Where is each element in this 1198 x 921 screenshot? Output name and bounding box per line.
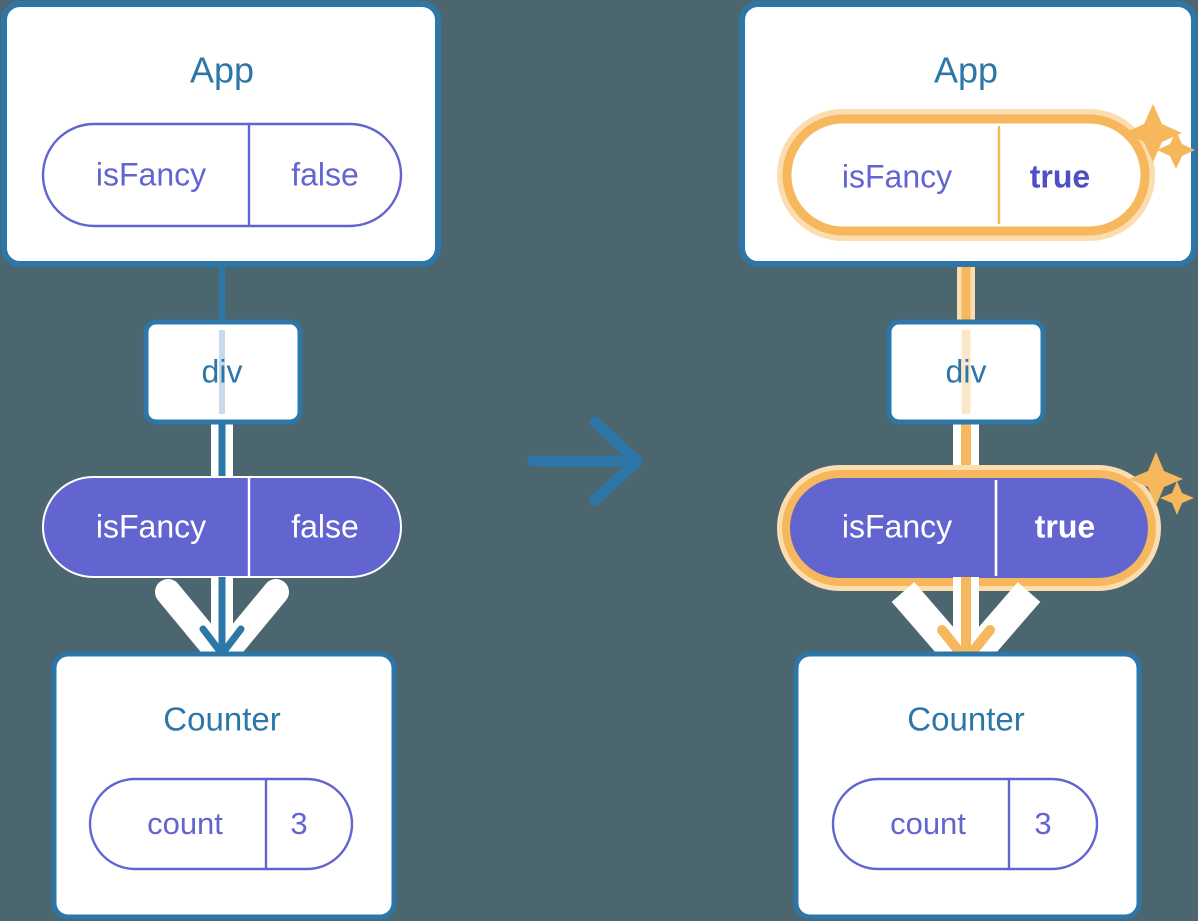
pill-value: true xyxy=(1030,158,1090,194)
div-label: div xyxy=(946,353,987,389)
panel-before: App isFancy false div isFancy false xyxy=(1,1,441,920)
sparkle-small-icon xyxy=(1157,131,1195,169)
transition-arrow xyxy=(527,416,643,506)
app-state-pill-after: isFancy true xyxy=(777,109,1155,241)
sparkle-small-icon xyxy=(1160,481,1194,515)
sparkle-group-app-after xyxy=(1124,104,1195,169)
div-box-before: div xyxy=(143,319,303,425)
pill-key: isFancy xyxy=(842,508,952,544)
div-label: div xyxy=(202,353,243,389)
props-flow-arrow-after xyxy=(891,577,1041,665)
pill-key: isFancy xyxy=(96,156,206,192)
pill-value: 3 xyxy=(290,806,307,841)
pill-value: 3 xyxy=(1034,806,1051,841)
panel-after: App isFancy true div isFancy true xyxy=(739,1,1197,920)
props-pill-after: isFancy true xyxy=(777,465,1161,591)
sparkle-large-icon xyxy=(1124,104,1182,162)
app-title-after: App xyxy=(934,50,998,91)
pill-value: false xyxy=(291,508,359,544)
app-title-before: App xyxy=(190,50,254,91)
counter-title-before: Counter xyxy=(163,701,280,738)
pill-key: isFancy xyxy=(96,508,206,544)
counter-state-pill-before: count 3 xyxy=(88,777,354,871)
pill-outline xyxy=(88,777,354,871)
pill-highlight-ring xyxy=(782,114,1150,236)
pill-value: false xyxy=(291,156,359,192)
pill-outline xyxy=(831,777,1099,871)
counter-state-pill-after: count 3 xyxy=(831,777,1099,871)
props-pill-before: isFancy false xyxy=(42,476,402,578)
pill-outline xyxy=(41,122,403,228)
props-flow-arrow-before xyxy=(155,577,289,663)
pill-key: count xyxy=(890,806,966,841)
counter-title-after: Counter xyxy=(907,701,1024,738)
pill-key: count xyxy=(147,806,223,841)
sparkle-group-props-after xyxy=(1129,452,1194,515)
div-box-after: div xyxy=(886,319,1046,425)
pill-value: true xyxy=(1035,508,1095,544)
transition-arrow-head xyxy=(589,416,643,506)
sparkle-large-icon xyxy=(1129,452,1183,506)
app-state-pill-before: isFancy false xyxy=(41,122,403,228)
pill-key: isFancy xyxy=(842,158,952,194)
